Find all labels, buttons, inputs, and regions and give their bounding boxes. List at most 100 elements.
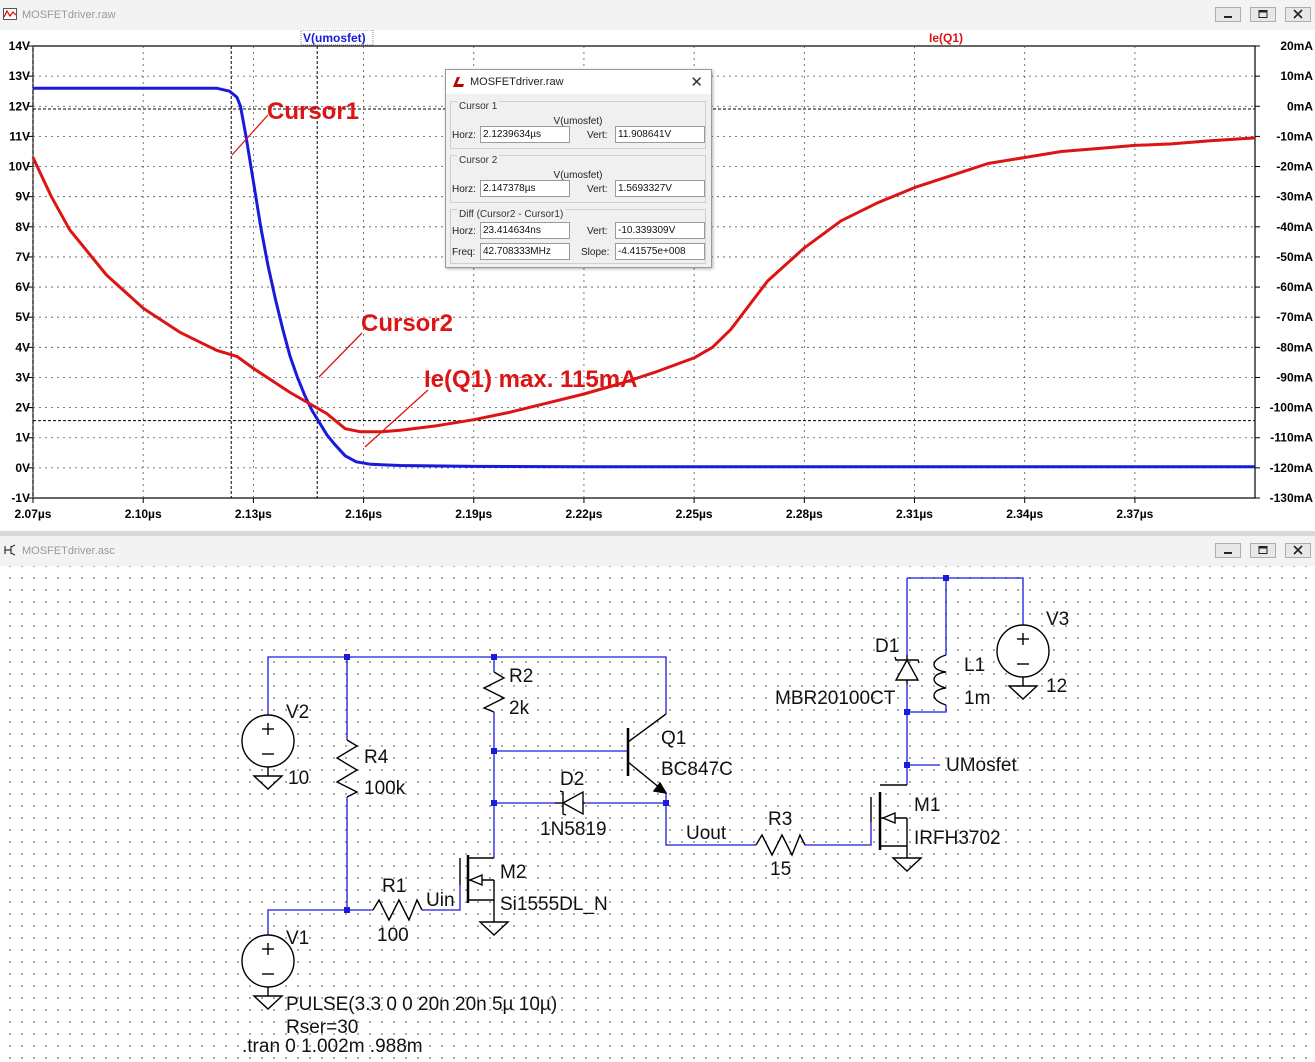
restore-icon [1258,10,1268,18]
y-left-tick-label: 11V [9,129,30,143]
v1-source-symbol[interactable] [241,934,295,1010]
waveform-app-icon [3,8,17,20]
r4-resistor-symbol[interactable] [335,739,359,798]
label-v2: V2 [286,702,309,723]
diff-horz-field[interactable]: 23.414634ns [480,222,570,239]
x-tick-label: 2.13µs [235,507,272,521]
cursor-dialog-close-icon[interactable]: ✕ [690,74,703,91]
ltspice-icon [453,77,464,87]
v2-source-symbol[interactable] [241,714,295,790]
label-umosfet: UMosfet [946,755,1017,776]
cursor-dialog-title: MOSFETdriver.raw [470,76,564,88]
y-right-tick-label: -130mA [1270,491,1314,505]
m2-mosfet-symbol[interactable] [459,855,510,936]
cursor1-group-label: Cursor 1 [457,101,500,112]
label-m1-value: IRFH3702 [914,828,1001,849]
r1-resistor-symbol[interactable] [372,898,423,922]
d2-diode-symbol[interactable] [555,790,585,816]
label-r2: R2 [509,666,533,687]
schematic-restore-button[interactable] [1250,543,1276,558]
r3-resistor-symbol[interactable] [755,833,806,857]
y-left-tick-label: 4V [15,340,30,354]
label-uin: Uin [426,890,455,911]
y-right-tick-label: -30mA [1276,190,1313,204]
cursor1-horz-field[interactable]: 2.1239634µs [480,126,570,143]
minimize-button[interactable] [1215,7,1241,22]
diff-group-label: Diff (Cursor2 - Cursor1) [457,209,566,220]
y-right-tick-label: -10mA [1276,129,1313,143]
y-left-tick-label: 14V [9,39,30,53]
y-right-tick-label: -80mA [1276,340,1313,354]
label-v3: V3 [1046,609,1069,630]
close-icon [1293,545,1303,555]
y-right-tick-label: -40mA [1276,220,1313,234]
restore-button[interactable] [1250,7,1276,22]
diff-freq-field[interactable]: 42.708333MHz [480,243,570,260]
schematic-minimize-button[interactable] [1215,543,1241,558]
m1-mosfet-symbol[interactable] [870,784,923,872]
d1-diode-symbol[interactable] [894,655,920,684]
spice-directive-tran[interactable]: .tran 0 1.002m .988m [242,1036,423,1057]
waveform-titlebar[interactable]: MOSFETdriver.raw [0,0,1315,31]
label-r2-value: 2k [509,698,530,719]
trace-label-vumosfet[interactable]: V(umosfet) [303,31,366,45]
x-tick-label: 2.28µs [786,507,823,521]
cursor2-trace: V(umosfet) [553,170,603,181]
x-tick-label: 2.31µs [896,507,933,521]
cursor1-vert-field[interactable]: 11.908641V [615,126,705,143]
cursor2-group-label: Cursor 2 [457,155,500,166]
y-right-tick-label: -50mA [1276,250,1313,264]
y-right-tick-label: -60mA [1276,280,1313,294]
cursor-dialog[interactable]: MOSFETdriver.raw ✕ Cursor 1 V(umosfet) H… [445,69,712,268]
x-tick-label: 2.37µs [1116,507,1153,521]
label-l1: L1 [964,655,985,676]
y-right-tick-label: 10mA [1280,69,1313,83]
y-left-tick-label: 13V [9,69,30,83]
diff-slope-field[interactable]: -4.41575e+008 [615,243,705,260]
q1-transistor-symbol[interactable] [626,713,668,794]
cursor1-group: Cursor 1 V(umosfet) Horz: 2.1239634µs Ve… [450,101,706,149]
wires [267,577,1024,935]
schematic-app-icon [4,544,16,556]
window-separator [0,531,1315,536]
label-v1-rser: Rser=30 [286,1017,358,1038]
x-tick-label: 2.22µs [565,507,602,521]
y-left-tick-label: 3V [15,370,30,384]
restore-icon [1258,546,1268,554]
y-left-tick-label: 9V [15,190,30,204]
y-left-tick-label: 6V [15,280,30,294]
schematic-canvas[interactable]: V2 10 R4 100k R2 2k Q1 BC847C D2 1N5819 … [0,566,1315,1062]
schematic-drawing[interactable]: V2 10 R4 100k R2 2k Q1 BC847C D2 1N5819 … [0,566,1315,1062]
y-right-tick-label: -90mA [1276,370,1313,384]
schematic-titlebar[interactable]: MOSFETdriver.asc [0,536,1315,567]
label-r4: R4 [364,747,389,768]
cursor2-horz-field[interactable]: 2.147378µs [480,180,570,197]
component-labels: V2 10 R4 100k R2 2k Q1 BC847C D2 1N5819 … [242,609,1069,1057]
label-v1: V1 [286,928,309,949]
close-button[interactable] [1285,7,1311,22]
label-r3: R3 [768,809,792,830]
cursor2-vert-field[interactable]: 1.5693327V [615,180,705,197]
schematic-close-button[interactable] [1285,543,1311,558]
y-left-tick-label: 12V [9,99,30,113]
l1-inductor-symbol[interactable] [933,654,947,706]
x-tick-label: 2.10µs [125,507,162,521]
close-icon [1293,9,1303,19]
r2-resistor-symbol[interactable] [482,671,506,713]
trace-label-ieq1[interactable]: Ie(Q1) [929,31,963,45]
schematic-window-title: MOSFETdriver.asc [22,545,115,557]
label-r3-value: 15 [770,859,791,880]
diff-vert-field[interactable]: -10.339309V [615,222,705,239]
y-right-tick-label: -120mA [1270,461,1314,475]
components [241,624,1050,1010]
y-right-tick-label: 0mA [1287,99,1313,113]
v3-source-symbol[interactable] [996,624,1050,700]
minimize-icon [1224,16,1232,18]
label-m1: M1 [914,795,940,816]
cursor-dialog-titlebar[interactable]: MOSFETdriver.raw ✕ [446,70,711,94]
diff-slope-label: Slope: [581,247,610,258]
label-v3-value: 12 [1046,676,1067,697]
